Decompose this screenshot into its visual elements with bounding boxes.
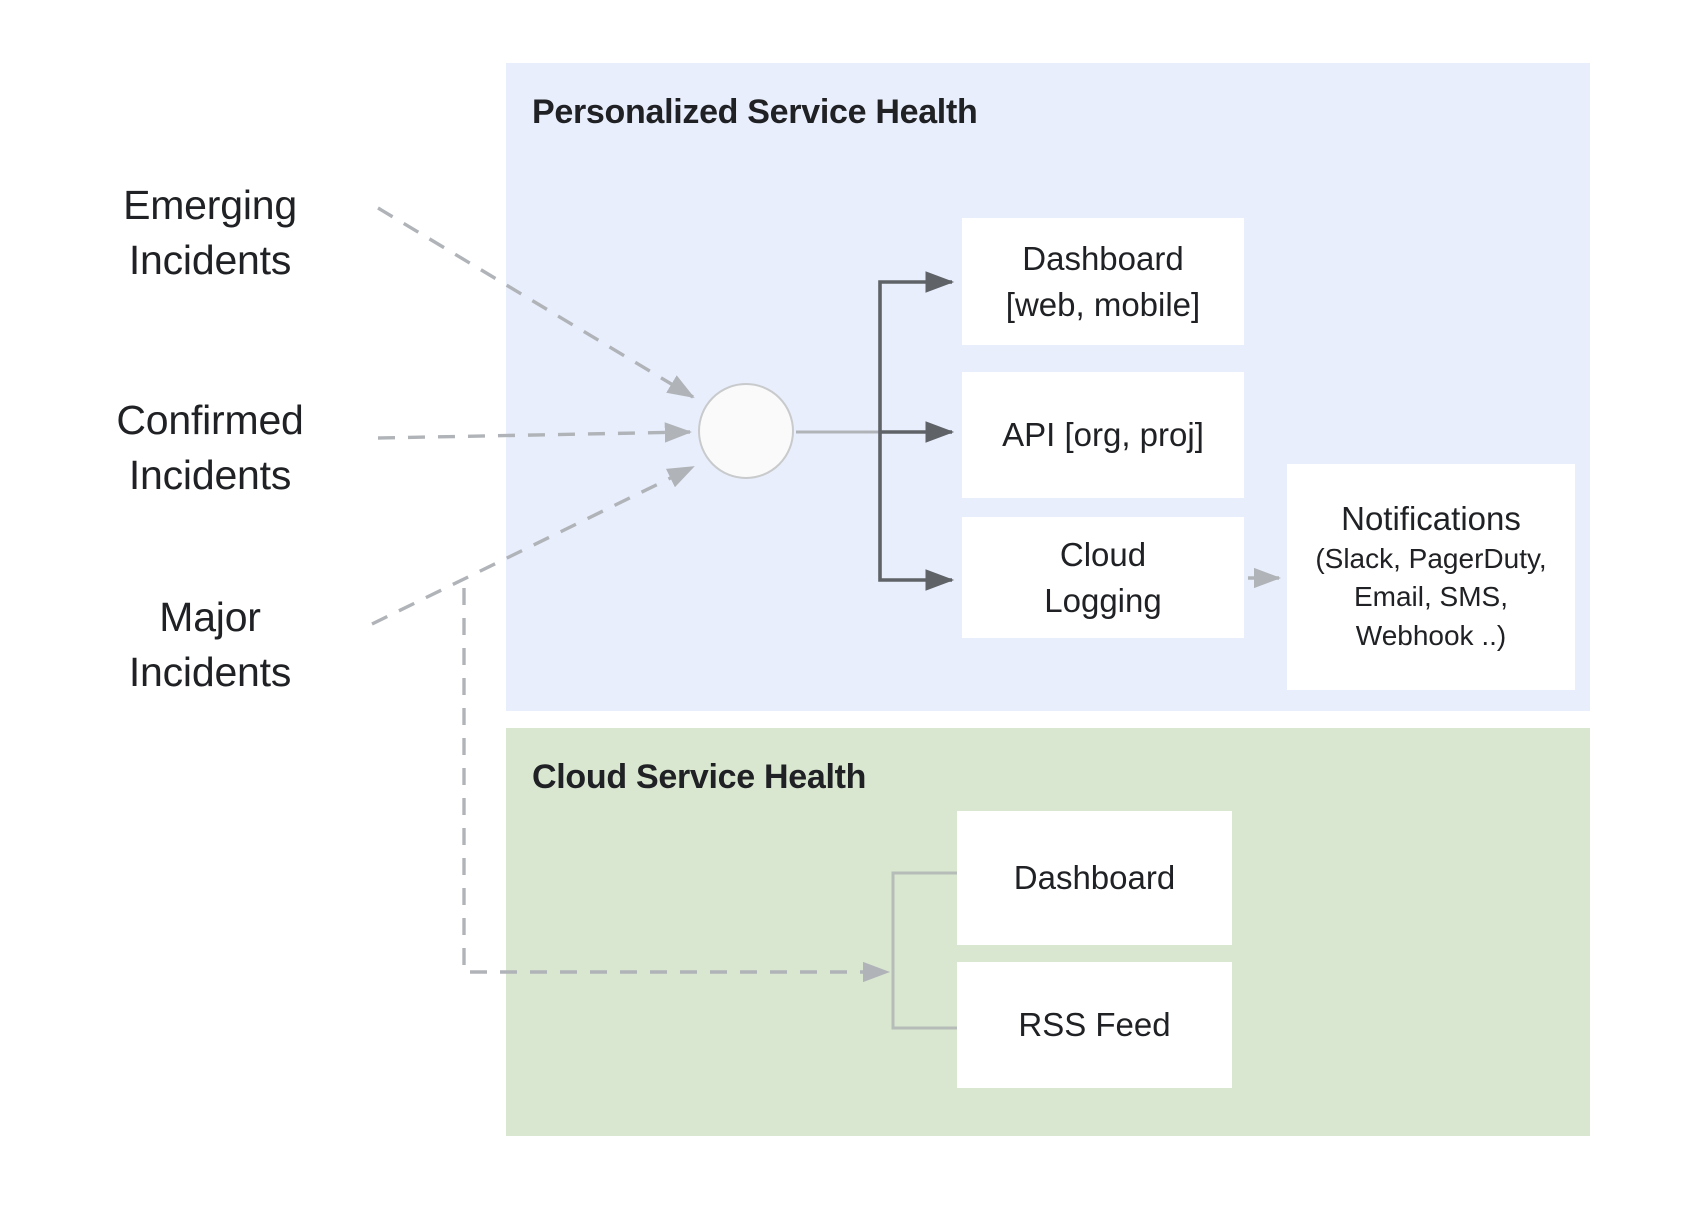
- section-title-personalized-service-health: Personalized Service Health: [532, 93, 978, 131]
- node-cloud-service-health-dashboard[interactable]: Dashboard: [957, 811, 1232, 945]
- node-cloud-logging[interactable]: Cloud Logging: [962, 517, 1244, 638]
- node-notifications[interactable]: Notifications (Slack, PagerDuty, Email, …: [1287, 464, 1575, 690]
- node-dashboard-web-mobile[interactable]: Dashboard [web, mobile]: [962, 218, 1244, 345]
- source-label-emerging-incidents: Emerging Incidents: [123, 182, 297, 284]
- notifications-channels: (Slack, PagerDuty, Email, SMS, Webhook .…: [1315, 542, 1547, 651]
- section-title-cloud-service-health: Cloud Service Health: [532, 758, 867, 796]
- source-label-confirmed-incidents: Confirmed Incidents: [116, 397, 304, 499]
- aggregator-circle-node: [698, 383, 794, 479]
- notifications-title: Notifications: [1341, 500, 1521, 538]
- node-api-org-proj[interactable]: API [org, proj]: [962, 372, 1244, 498]
- source-label-major-incidents: Major Incidents: [128, 594, 292, 696]
- node-cloud-service-health-rss-feed[interactable]: RSS Feed: [957, 962, 1232, 1088]
